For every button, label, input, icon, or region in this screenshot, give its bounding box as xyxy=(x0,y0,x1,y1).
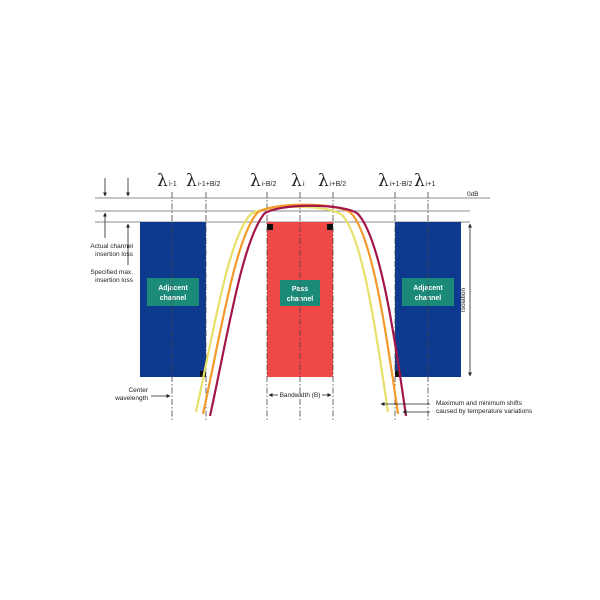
center-wavelength-label-2: wavelength xyxy=(114,395,148,402)
wavelength-label: λ i+B/2 xyxy=(318,171,346,191)
svg-text:λ: λ xyxy=(250,171,261,191)
wavelength-label: λ i+1 xyxy=(414,171,436,191)
adjacent-channel-left-label-1: Adjacent xyxy=(158,285,188,292)
svg-text:i-1: i-1 xyxy=(169,181,177,188)
specified-loss-label-1: Specified max. xyxy=(90,269,133,276)
svg-text:i: i xyxy=(303,181,305,188)
wavelength-label: λ i-1+B/2 xyxy=(186,171,220,191)
bandwidth-label: Bandwidth (B) xyxy=(280,392,321,399)
svg-text:i+1-B/2: i+1-B/2 xyxy=(390,181,412,188)
svg-text:i-1+B/2: i-1+B/2 xyxy=(198,181,220,188)
isolation-label: Isolation xyxy=(460,288,467,313)
adjacent-channel-left-label-bg xyxy=(147,278,199,306)
specified-loss-label-2: insertion loss xyxy=(95,277,134,284)
svg-text:λ: λ xyxy=(291,171,302,191)
response-curve-dark xyxy=(208,204,408,417)
svg-text:λ: λ xyxy=(186,171,197,191)
corner-marker xyxy=(267,224,273,230)
wavelength-label: λ i xyxy=(291,171,305,191)
svg-text:i+B/2: i+B/2 xyxy=(330,181,346,188)
svg-text:i+1: i+1 xyxy=(426,181,436,188)
corner-marker xyxy=(327,224,333,230)
center-wavelength-label-1: Center xyxy=(128,387,148,394)
adjacent-channel-left-label-2: channel xyxy=(160,295,187,302)
actual-loss-label-1: Actual channel xyxy=(90,243,133,250)
svg-text:λ: λ xyxy=(157,171,168,191)
svg-text:λ: λ xyxy=(414,171,425,191)
odb-label: 0dB xyxy=(467,191,479,198)
svg-text:λ: λ xyxy=(318,171,329,191)
wavelength-label: λ i-B/2 xyxy=(250,171,277,191)
svg-text:λ: λ xyxy=(378,171,389,191)
shift-note-line-2: caused by temperature variations xyxy=(436,408,533,415)
shift-note-line-1: Maximum and minimum shifts xyxy=(436,400,523,407)
wavelength-label: λ i-1 xyxy=(157,171,177,191)
svg-text:i-B/2: i-B/2 xyxy=(262,181,277,188)
actual-loss-label-2: insertion loss xyxy=(95,251,134,258)
corner-marker xyxy=(395,371,401,377)
wavelength-label: λ i+1-B/2 xyxy=(378,171,412,191)
